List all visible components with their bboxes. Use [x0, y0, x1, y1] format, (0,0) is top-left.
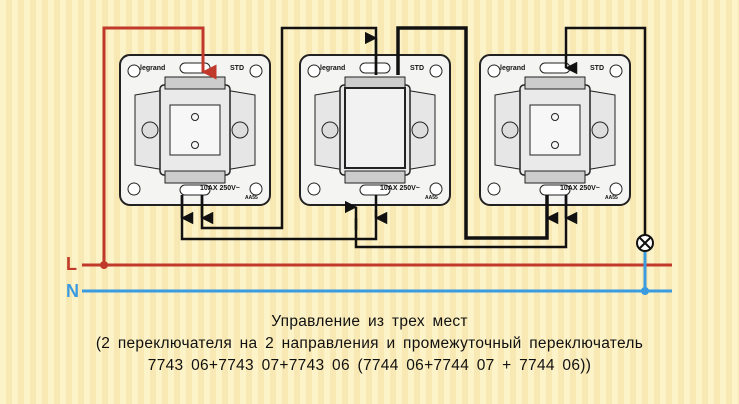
svg-text:STD: STD	[410, 65, 424, 72]
caption-line-3: 7743 06+7743 07+7743 06 (7744 06+7744 07…	[147, 357, 592, 374]
caption-line-2: (2 переключателя на 2 направления и пром…	[95, 335, 644, 352]
traveller-wire-4	[396, 26, 549, 240]
live-feed-wire	[102, 26, 217, 265]
switch-3	[479, 54, 631, 206]
svg-text:10AX 250V~: 10AX 250V~	[380, 185, 420, 192]
switch-1	[119, 54, 271, 206]
switch-2-brand: legrand	[320, 65, 345, 72]
svg-text:10AX 250V~: 10AX 250V~	[560, 185, 600, 192]
switch-3-brand: legrand	[500, 65, 525, 72]
svg-text:STD: STD	[230, 65, 244, 72]
live-label: L	[66, 254, 77, 274]
svg-text:STD: STD	[590, 65, 604, 72]
switch-3-code: AA55	[605, 195, 618, 201]
switch-2-code: AA55	[425, 195, 438, 201]
caption-title: Управление из трех мест	[271, 313, 468, 330]
lamp-wire	[564, 26, 647, 235]
switch-1-code: AA55	[245, 195, 258, 201]
neutral-label: N	[66, 281, 79, 301]
svg-text:10AX 250V~: 10AX 250V~	[200, 185, 240, 192]
switch-2-intermediate	[299, 54, 451, 206]
switch-1-brand: legrand	[140, 65, 165, 72]
lamp-icon	[636, 234, 654, 252]
